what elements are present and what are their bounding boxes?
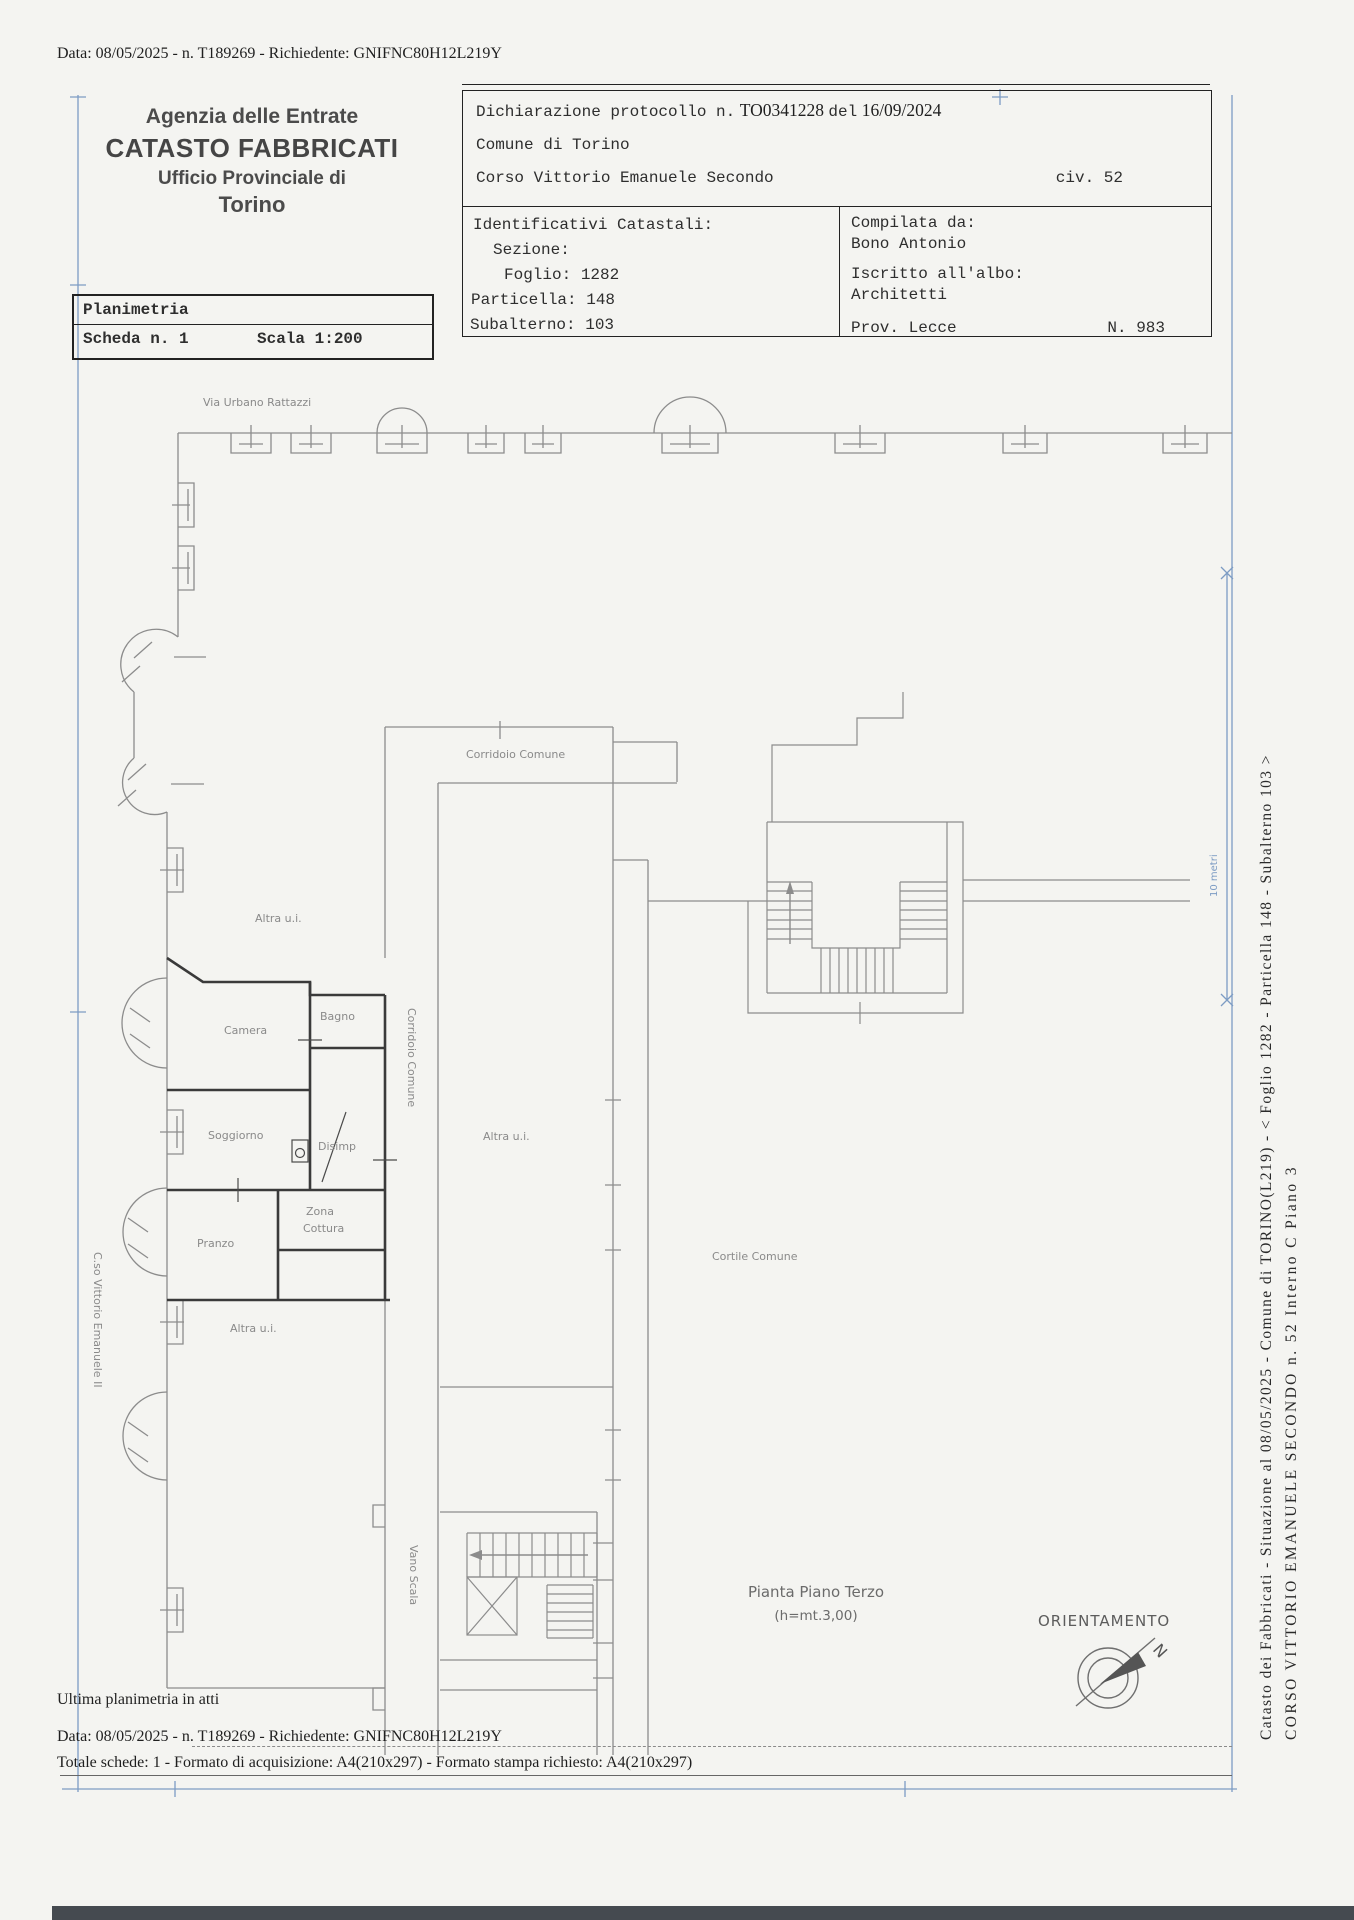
street-label-left: C.so Vittorio Emanuele II	[91, 1252, 104, 1388]
footer-dashed-divider	[192, 1746, 1232, 1747]
room-label-disimp: Disimp	[318, 1140, 357, 1153]
declaration-comune: Comune di Torino	[476, 136, 630, 154]
plan-caption-height: (h=mt.3,00)	[774, 1608, 858, 1624]
protocol-number: TO0341228	[739, 100, 824, 120]
stairwell-right	[648, 692, 1190, 1024]
room-label-camera: Camera	[224, 1024, 268, 1037]
agency-name: Agenzia delle Entrate	[145, 105, 359, 128]
label-corridoio-comune-h: Corridoio Comune	[466, 748, 566, 761]
compiler-cell: Compilata da: Bono Antonio Iscritto all'…	[851, 213, 1207, 339]
identifiers-title: Identificativi Catastali:	[473, 216, 714, 234]
declaration-protocol-line: Dichiarazione protocollo n. TO0341228 de…	[476, 94, 1198, 129]
sheet-type: Planimetria	[83, 301, 189, 319]
registration-marks	[62, 89, 1237, 1797]
label-vano-scala: Vano Scala	[407, 1545, 420, 1606]
protocol-prefix: Dichiarazione protocollo n.	[476, 103, 736, 121]
side-note-line1: Catasto dei Fabbricati - Situazione al 0…	[1258, 754, 1275, 1740]
unit-walls	[166, 956, 390, 1302]
identifiers-particella: Particella: 148	[471, 291, 616, 309]
declaration-box-outer-line	[462, 84, 1210, 85]
compiler-title: Compilata da:	[851, 214, 976, 232]
compass-icon: N	[1075, 1637, 1171, 1709]
street-label-top: Via Urbano Rattazzi	[203, 396, 312, 409]
side-note-line2: CORSO VITTORIO EMANUELE SECONDO n. 52 In…	[1283, 1165, 1300, 1740]
declaration-civic: civ. 52	[1055, 169, 1123, 187]
protocol-date: 16/09/2024	[861, 100, 942, 120]
room-label-altra-ui-top: Altra u.i.	[255, 912, 302, 925]
agency-header: Agenzia delle Entrate CATASTO FABBRICATI…	[77, 105, 427, 218]
sheet-scale: Scala 1:200	[257, 330, 363, 348]
stairwell-bottom	[466, 1532, 598, 1639]
scale-bar-label: 10 metri	[1209, 854, 1220, 897]
identifiers-sezione: Sezione:	[493, 241, 570, 259]
declaration-box: Dichiarazione protocollo n. TO0341228 de…	[462, 90, 1212, 337]
identifiers-foglio: Foglio: 1282	[504, 266, 620, 284]
identifiers-subalterno: Subalterno: 103	[470, 316, 615, 334]
footer-solid-divider	[60, 1775, 1232, 1776]
elevator-shaft	[466, 1576, 518, 1636]
side-note: Catasto dei Fabbricati - Situazione al 0…	[1254, 710, 1304, 1740]
agency-office: CATASTO FABBRICATI	[105, 133, 399, 163]
footer-scan-line: Data: 08/05/2025 - n. T189269 - Richiede…	[57, 1728, 502, 1745]
compiler-number: N. 983	[1107, 319, 1165, 337]
identifiers-cell: Identificativi Catastali: Sezione: Fogli…	[463, 213, 839, 338]
room-label-cottura: Cottura	[303, 1222, 345, 1235]
declaration-street: Corso Vittorio Emanuele Secondo	[476, 169, 774, 187]
room-label-zona: Zona	[306, 1205, 334, 1218]
room-label-pranzo: Pranzo	[197, 1237, 235, 1250]
label-cortile-comune: Cortile Comune	[712, 1250, 798, 1263]
protocol-del: del	[828, 103, 858, 121]
label-corridoio-comune-v: Corridoio Comune	[405, 1008, 418, 1108]
scan-header-line: Data: 08/05/2025 - n. T189269 - Richiede…	[57, 45, 502, 62]
room-label-bagno: Bagno	[320, 1010, 355, 1023]
room-label-altra-ui-bottom: Altra u.i.	[230, 1322, 277, 1335]
sheet-box: Planimetria Scheda n. 1 Scala 1:200	[72, 294, 434, 360]
agency-city: Torino	[218, 192, 286, 217]
plan-caption-title: Pianta Piano Terzo	[747, 1583, 884, 1601]
unit-fixtures	[237, 1039, 397, 1202]
compiler-albo: Architetti	[851, 286, 948, 304]
footer-note: Ultima planimetria in atti	[57, 1691, 220, 1708]
north-label: N	[1149, 1640, 1171, 1662]
compiler-albo-title: Iscritto all'albo:	[851, 265, 1024, 283]
compiler-prov: Prov. Lecce	[851, 319, 957, 337]
orientation-label: ORIENTAMENTO	[1038, 1612, 1171, 1630]
sheet-number: Scheda n. 1	[83, 330, 189, 348]
room-label-altra-ui-mid: Altra u.i.	[483, 1130, 530, 1143]
agency-branch: Ufficio Provinciale di	[158, 168, 346, 189]
footer-totals: Totale schede: 1 - Formato di acquisizio…	[57, 1754, 693, 1771]
room-label-soggiorno: Soggiorno	[208, 1129, 264, 1142]
compiler-name: Bono Antonio	[851, 235, 967, 253]
scan-edge-shadow	[52, 1906, 1354, 1920]
building-walls	[117, 396, 1232, 1755]
